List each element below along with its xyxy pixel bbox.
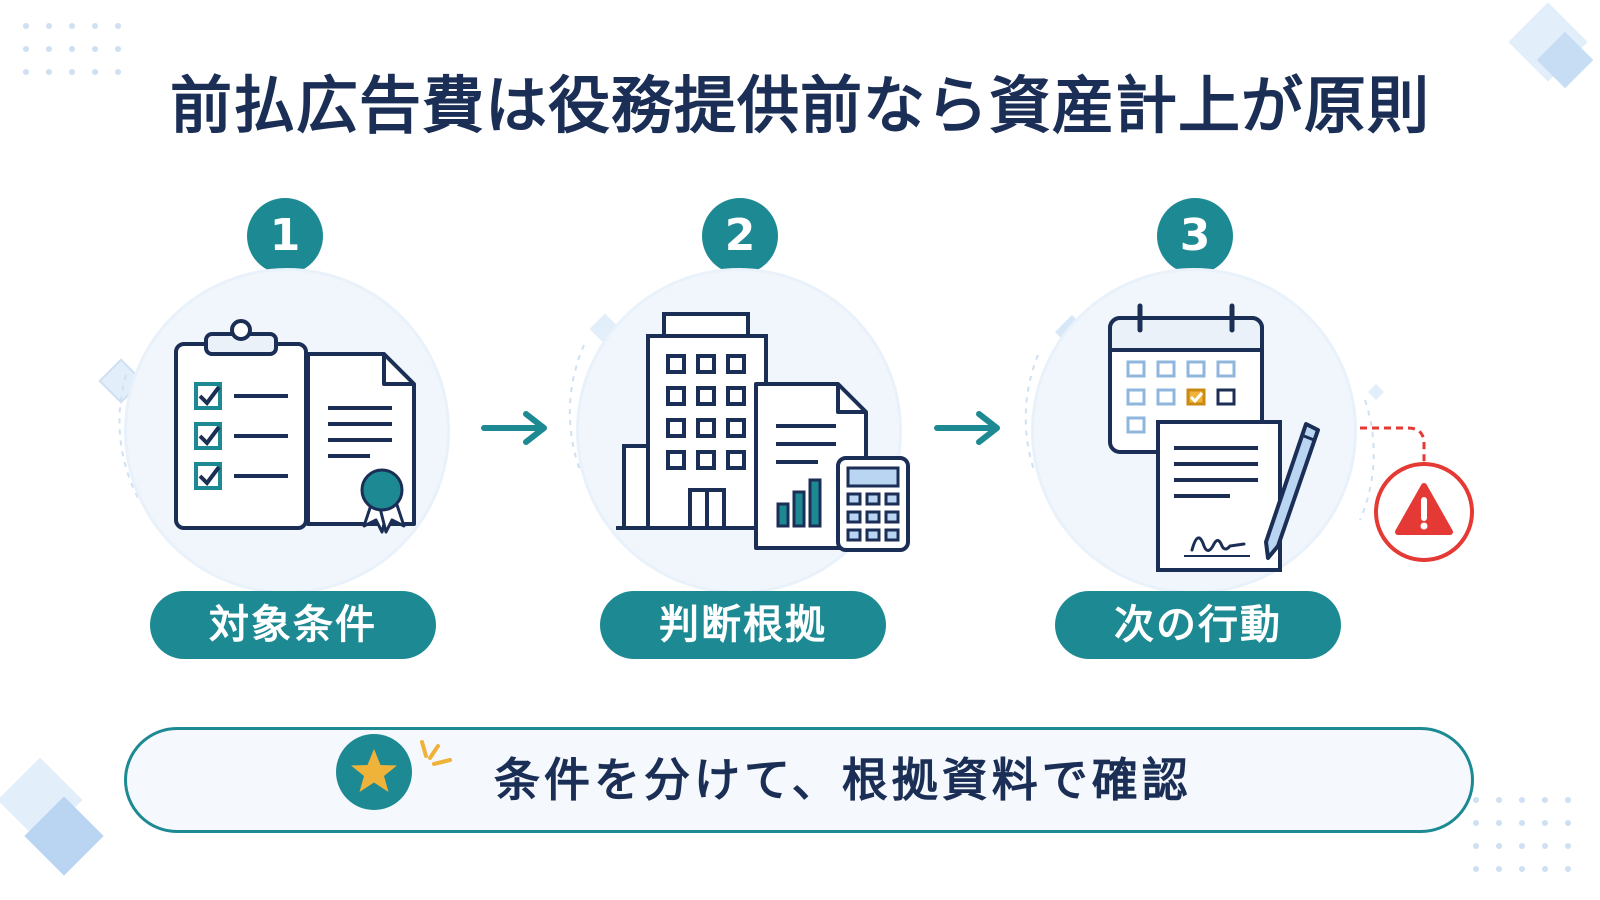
step-number-badge: 2 [702, 198, 778, 274]
arrow-right-icon [934, 411, 1000, 445]
clipboard-checklist-certificate-icon [174, 319, 416, 534]
step-label-pill: 対象条件 [150, 591, 436, 659]
step-label-pill: 次の行動 [1055, 591, 1341, 659]
warning-icon [1360, 426, 1474, 562]
calendar-signed-document-pen-icon [1108, 303, 1320, 572]
step-number-badge: 3 [1157, 198, 1233, 274]
page-title: 前払広告費は役務提供前なら資産計上が原則 [169, 69, 1430, 142]
arrow-right-icon [481, 411, 547, 445]
step-label-pill: 判断根拠 [600, 591, 886, 659]
building-document-calculator-icon [616, 312, 910, 552]
star-icon [336, 734, 452, 810]
step-number-badge: 1 [247, 198, 323, 274]
summary-text: 条件を分けて、根拠資料で確認 [494, 753, 1192, 807]
